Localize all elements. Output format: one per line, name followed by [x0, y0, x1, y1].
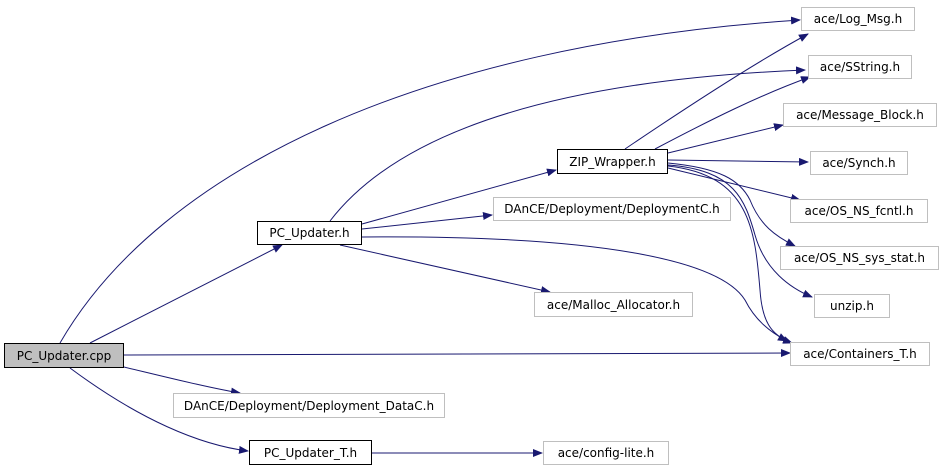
edge-zip-wrapper-to-message-block [667, 123, 784, 154]
edge-pc-updater-h-to-deploymentc [361, 211, 493, 230]
node-dance-deployment-datac-h[interactable]: DAnCE/Deployment/Deployment_DataC.h [173, 393, 445, 418]
edge-pc-updater-cpp-to-containers-t [123, 349, 791, 358]
node-pc-updater-cpp[interactable]: PC_Updater.cpp [4, 343, 124, 368]
node-ace-log-msg-h[interactable]: ace/Log_Msg.h [801, 7, 915, 31]
edge-zip-wrapper-to-log-msg [624, 33, 809, 150]
node-ace-message-block-h[interactable]: ace/Message_Block.h [783, 103, 937, 127]
node-zip-wrapper-h[interactable]: ZIP_Wrapper.h [557, 149, 668, 174]
edge-pc-updater-cpp-to-deployment-datac [123, 366, 241, 396]
node-ace-os-ns-fcntl-h[interactable]: ace/OS_NS_fcntl.h [790, 199, 928, 223]
node-unzip-h[interactable]: unzip.h [814, 294, 890, 318]
node-ace-malloc-allocator-h[interactable]: ace/Malloc_Allocator.h [534, 292, 693, 317]
node-ace-synch-h[interactable]: ace/Synch.h [810, 151, 908, 175]
node-pc-updater-t-h[interactable]: PC_Updater_T.h [249, 440, 372, 465]
edge-pc-updater-h-to-sstring [329, 66, 806, 222]
node-ace-os-ns-sys-stat-h[interactable]: ace/OS_NS_sys_stat.h [780, 246, 939, 270]
node-ace-config-lite-h[interactable]: ace/config-lite.h [543, 441, 669, 465]
edge-zip-wrapper-to-unzip [667, 164, 813, 298]
edge-zip-wrapper-to-os-ns-fcntl [667, 167, 801, 202]
edge-pc-updater-cpp-to-log-msg [59, 16, 801, 344]
edge-pc-updater-h-to-containers-t [361, 236, 788, 342]
edge-zip-wrapper-to-sstring [654, 76, 811, 150]
edge-zip-wrapper-to-containers-t [667, 165, 793, 344]
node-ace-sstring-h[interactable]: ace/SString.h [808, 55, 912, 79]
edge-pc-updater-h-to-malloc-allocator [339, 244, 551, 294]
edge-pc-updater-h-to-zip-wrapper [361, 168, 557, 225]
edge-pc-updater-cpp-to-pc-updater-t [69, 367, 249, 454]
node-pc-updater-h[interactable]: PC_Updater.h [257, 221, 362, 245]
edge-pc-updater-cpp-to-pc-updater-h [89, 244, 283, 344]
node-ace-containers-t-h[interactable]: ace/Containers_T.h [790, 342, 930, 366]
edge-zip-wrapper-to-synch [667, 157, 809, 166]
node-dance-deploymentc-h[interactable]: DAnCE/Deployment/DeploymentC.h [493, 197, 731, 221]
edge-zip-wrapper-to-os-ns-sys-stat [667, 162, 796, 247]
